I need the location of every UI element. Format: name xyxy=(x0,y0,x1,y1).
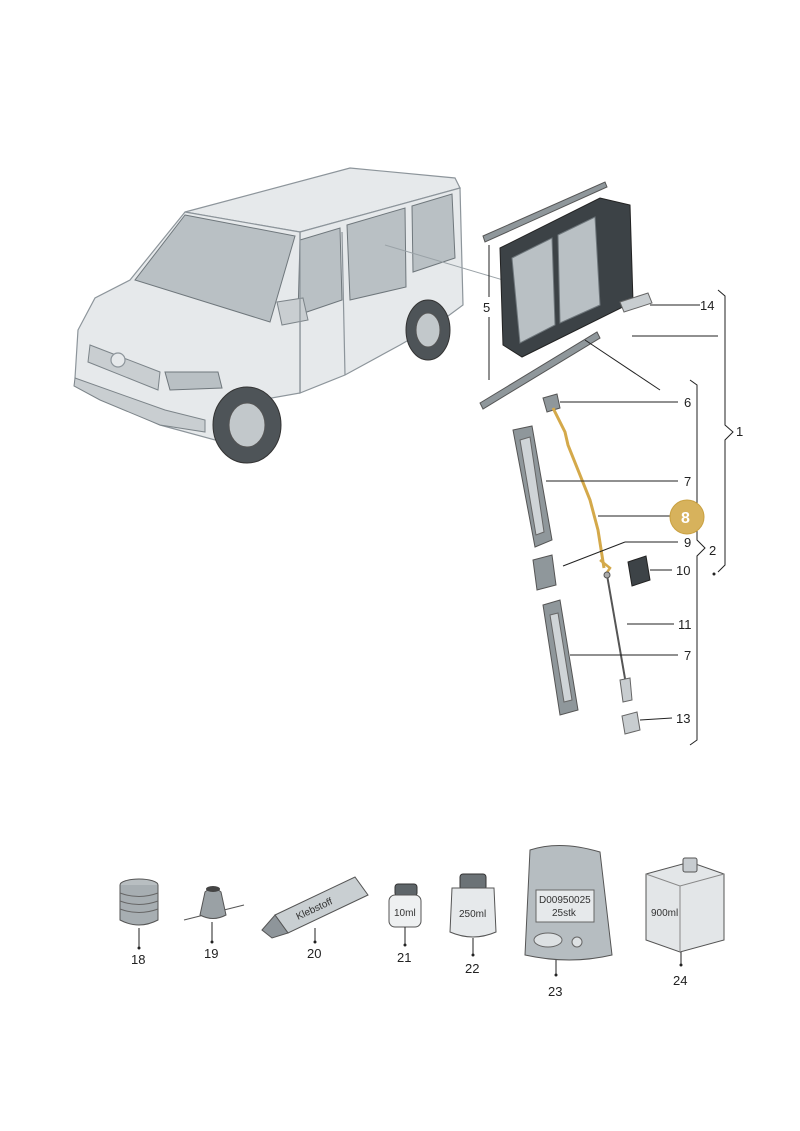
small-bottle-label: 10ml xyxy=(394,908,416,919)
callout-5: 5 xyxy=(483,300,490,315)
callout-18: 18 xyxy=(131,952,145,967)
box-label: 900ml xyxy=(651,908,678,919)
callouts: 5 14 6 1 7 8 9 2 10 11 7 13 xyxy=(483,298,743,726)
can-label: 250ml xyxy=(459,909,486,920)
callout-19: 19 xyxy=(204,946,218,961)
bag-label-line2: 25stk xyxy=(552,908,577,919)
callout-6: 6 xyxy=(684,395,691,410)
grommet-part-19 xyxy=(183,886,245,944)
callout-23: 23 xyxy=(548,984,562,999)
box-part-24: 900ml xyxy=(645,857,725,967)
callout-8: 8 xyxy=(681,510,690,527)
callout-7-lower: 7 xyxy=(684,648,691,663)
small-bottle-part-21: 10ml xyxy=(388,883,422,947)
callout-8-highlight-badge xyxy=(669,499,705,535)
callout-1: 1 xyxy=(736,424,743,439)
callout-2: 2 xyxy=(709,543,716,558)
spring-part-18 xyxy=(119,878,159,950)
callout-10: 10 xyxy=(676,563,690,578)
callout-11: 11 xyxy=(678,617,692,632)
callout-14: 14 xyxy=(700,298,714,313)
callout-21: 21 xyxy=(397,950,411,965)
leader-lines xyxy=(488,245,734,746)
callout-13: 13 xyxy=(676,711,690,726)
adhesive-tube-part-20: Klebstoff xyxy=(261,876,369,944)
callout-9: 9 xyxy=(684,535,691,550)
callout-20: 20 xyxy=(307,946,321,961)
sliding-window-frame xyxy=(479,181,653,413)
callout-22: 22 xyxy=(465,961,479,976)
bag-label-line1: D00950025 xyxy=(539,895,591,906)
van-illustration xyxy=(73,167,521,464)
window-components xyxy=(512,425,651,735)
highlighted-cable-part-8 xyxy=(551,407,612,575)
bag-part-23: D00950025 25stk xyxy=(524,844,613,977)
consumables-row: 18 19 Klebstoff 20 10ml 21 xyxy=(119,844,725,999)
callout-7-upper: 7 xyxy=(684,474,691,489)
can-part-22: 250ml xyxy=(449,873,497,957)
callout-24: 24 xyxy=(673,973,687,988)
